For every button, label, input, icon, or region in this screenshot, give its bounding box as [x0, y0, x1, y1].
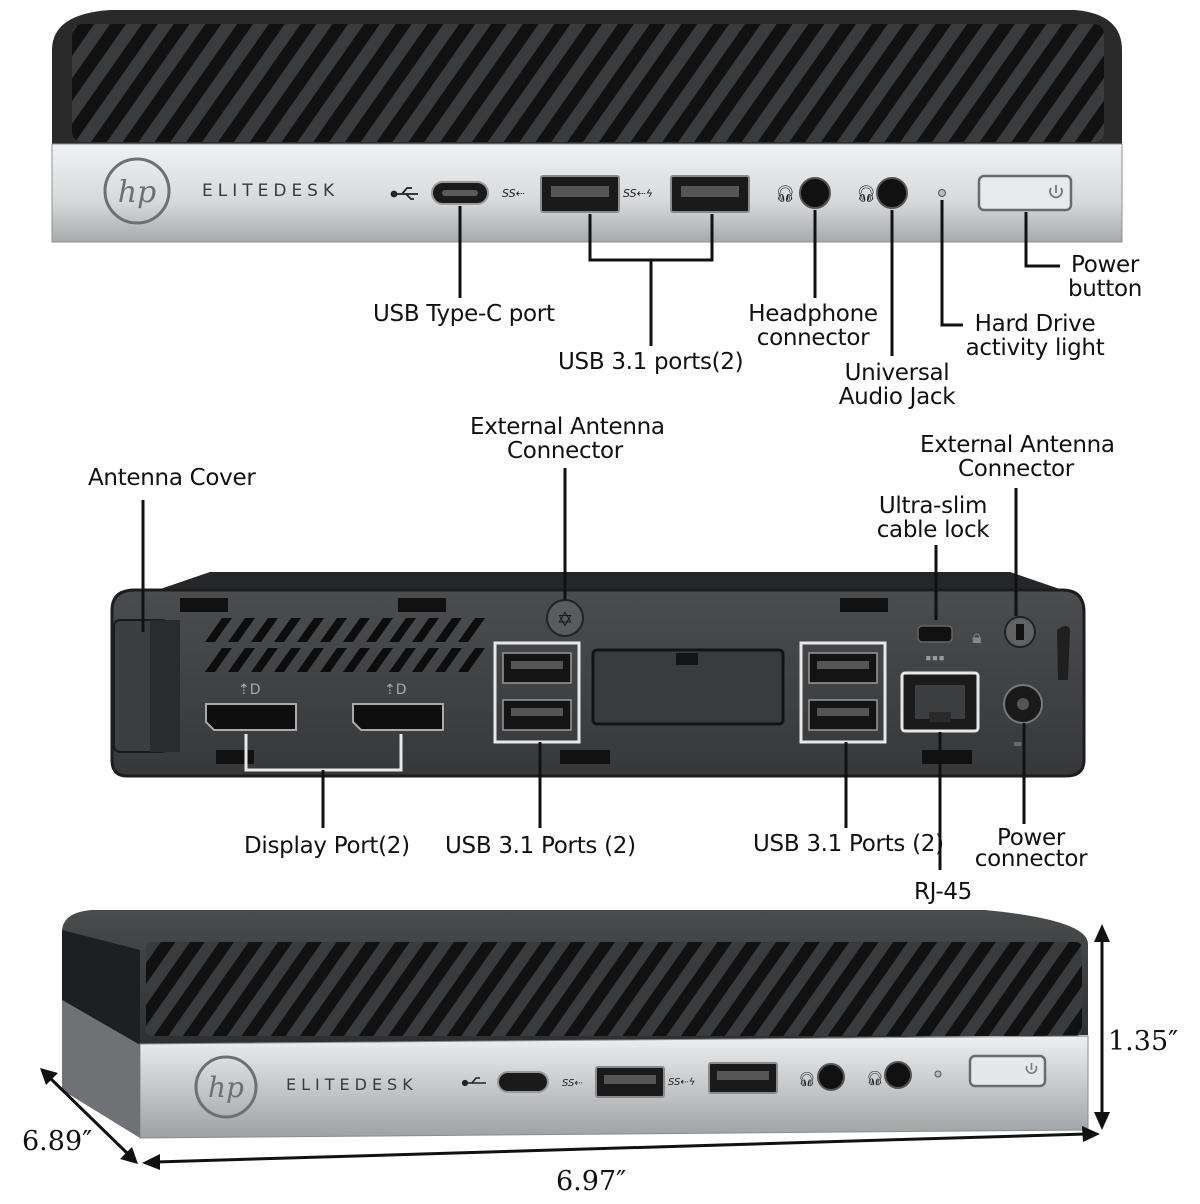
svg-text:✡: ✡ — [557, 607, 574, 631]
label-power-conn-line1: Power — [996, 825, 1066, 851]
brand-name: ELITEDESK — [286, 1075, 418, 1094]
dimension-depth: 6.89″ — [22, 1126, 93, 1157]
usb-icon — [390, 187, 418, 200]
label-ext-antenna-left-line1: External Antenna — [470, 414, 665, 440]
headset-icon: 🎧︎ — [856, 184, 876, 203]
label-audio-line2: Audio Jack — [838, 384, 956, 410]
label-power-line2: button — [1067, 276, 1143, 302]
rear-callouts — [141, 468, 1026, 870]
label-hdd-light: Hard Drive activity light — [960, 312, 1110, 360]
label-usb31-rear-right: USB 3.1 Ports (2) — [753, 831, 944, 857]
dimension-width: 6.97″ — [556, 1166, 627, 1197]
label-ext-antenna-right: External Antenna Connector — [920, 432, 1115, 482]
network-icon: ▪▪▪ — [925, 651, 945, 664]
ss-usb-icon: SS⇠ — [502, 187, 525, 200]
label-cable-lock-line2: cable lock — [876, 517, 990, 543]
hp-logo-icon: hp — [194, 1055, 258, 1119]
label-power-conn-line2: connector — [974, 846, 1088, 872]
dc-power-icon: ═ — [1013, 737, 1022, 751]
power-icon — [1025, 1063, 1038, 1074]
label-power-connector: Power connector — [972, 825, 1090, 872]
label-usb31-front: USB 3.1 ports(2) — [558, 349, 744, 375]
label-audio-line1: Universal — [844, 360, 950, 386]
dimension-arrows — [40, 924, 1110, 1170]
front-callouts — [458, 200, 1060, 356]
audio-jack — [884, 1061, 912, 1089]
power-button — [968, 1054, 1047, 1088]
lock-icon: 🔒︎ — [972, 627, 982, 648]
headphone-jack — [799, 177, 831, 209]
power-icon — [1049, 185, 1063, 199]
hdd-light — [938, 189, 946, 197]
brand-name: ELITEDESK — [202, 181, 340, 201]
label-audio-jack: Universal Audio Jack — [830, 361, 964, 409]
audio-jack — [876, 177, 908, 209]
dimension-height: 1.35″ — [1108, 1026, 1179, 1057]
hp-logo-icon: hp — [103, 157, 171, 225]
usb-icon — [461, 1077, 486, 1087]
label-ext-antenna-right-line1: External Antenna — [920, 432, 1115, 458]
headset-icon: 🎧︎ — [866, 1071, 884, 1087]
label-cable-lock-line1: Ultra-slim — [878, 493, 988, 519]
label-usb31-rear-left: USB 3.1 Ports (2) — [445, 833, 636, 859]
displayport-icon: ⇡D — [384, 682, 407, 698]
label-usb-c: USB Type-C port — [373, 301, 555, 327]
io-cover-plate — [591, 648, 785, 726]
svg-text:hp: hp — [118, 175, 157, 210]
usb-left-highlight — [493, 641, 581, 744]
usb-c-port — [497, 1071, 549, 1093]
hdd-light — [934, 1070, 942, 1078]
ss-usb-charge-icon: SS⇠ϟ — [623, 187, 653, 200]
label-ext-antenna-left-line2: Connector — [507, 438, 623, 464]
cable-lock-slot — [917, 625, 953, 643]
label-antenna-cover: Antenna Cover — [88, 465, 256, 491]
label-hdd-line2: activity light — [965, 335, 1105, 361]
label-headphone-line2: connector — [756, 325, 870, 351]
label-headphone: Headphone connector — [740, 302, 886, 350]
ss-usb-icon: SS⇠ — [562, 1078, 583, 1089]
front-view: hp SS⇠ SS⇠ϟ 🎧︎ 🎧︎ — [51, 10, 1123, 356]
headphone-icon: 🎧︎ — [798, 1072, 816, 1088]
headphone-icon: 🎧︎ — [775, 184, 795, 203]
label-power-line1: Power — [1070, 252, 1140, 278]
displayport-icon: ⇡D — [238, 682, 261, 698]
label-ext-antenna-left: External Antenna Connector — [470, 414, 665, 464]
power-button — [977, 174, 1073, 212]
perspective-view: hp SS⇠ SS⇠ϟ 🎧︎ 🎧︎ — [40, 910, 1110, 1170]
label-headphone-line1: Headphone — [748, 301, 878, 327]
label-cable-lock: Ultra-slim cable lock — [874, 494, 992, 542]
displayport-2 — [352, 703, 444, 731]
displayport-1 — [205, 703, 297, 731]
ss-usb-charge-icon: SS⇠ϟ — [668, 1077, 695, 1088]
rear-view: ⇡D ⇡D ✡ ▪▪▪ 🔒︎ — [110, 468, 1086, 870]
label-hdd-line1: Hard Drive — [974, 311, 1096, 337]
label-power-button: Power button — [1062, 253, 1148, 301]
svg-text:hp: hp — [208, 1071, 244, 1104]
usb-right-highlight — [799, 641, 887, 744]
headphone-jack — [817, 1063, 845, 1091]
label-display-port: Display Port(2) — [244, 833, 410, 859]
rear-vent — [205, 618, 485, 672]
label-rj45: RJ-45 — [914, 879, 973, 905]
label-ext-antenna-right-line2: Connector — [958, 456, 1074, 482]
